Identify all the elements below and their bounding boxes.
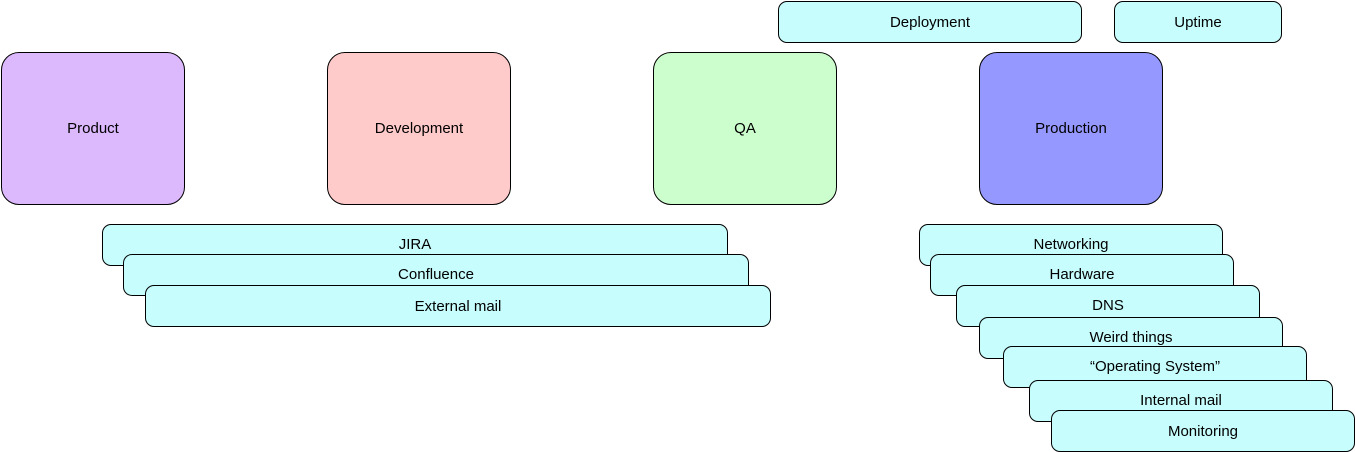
uptime-box: Uptime <box>1114 1 1282 43</box>
deployment-box: Deployment <box>778 1 1082 43</box>
stage-development: Development <box>327 52 511 205</box>
tag-external-mail: External mail <box>145 285 771 327</box>
stage-qa: QA <box>653 52 837 205</box>
stage-product: Product <box>1 52 185 205</box>
tag-monitoring: Monitoring <box>1051 410 1355 452</box>
stage-production: Production <box>979 52 1163 205</box>
